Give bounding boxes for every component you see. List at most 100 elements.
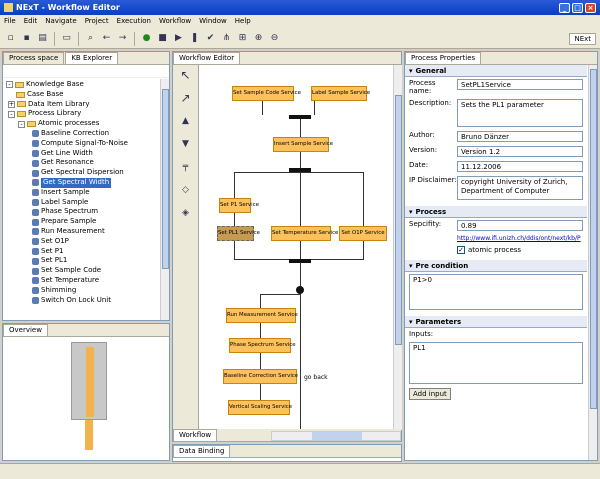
pause-icon[interactable]: ❚ <box>190 33 199 43</box>
workflow-canvas[interactable]: Set Sample Code Service Label Sample Ser… <box>201 65 393 430</box>
tab-overview[interactable]: Overview <box>3 324 48 336</box>
tree-layout-icon[interactable]: ⋔ <box>222 33 231 43</box>
minimize-button[interactable]: _ <box>559 2 570 13</box>
tree-item-process[interactable]: Set PL1 <box>6 256 169 266</box>
menu-workflow[interactable]: Workflow <box>159 17 192 25</box>
node-run-measurement[interactable]: Run Measurement Service <box>226 308 298 323</box>
section-parameters[interactable]: ▾Parameters <box>405 316 587 328</box>
date-field[interactable]: 11.12.2006 <box>457 161 583 172</box>
tab-kb-explorer[interactable]: KB Explorer <box>65 52 119 64</box>
tree-item-process[interactable]: Compute Signal-To-Noise <box>6 139 169 149</box>
node-set-p1[interactable]: Set P1 Service <box>219 198 259 213</box>
author-field[interactable]: Bruno Dänzer <box>457 131 583 142</box>
step-icon[interactable]: ▶ <box>175 33 182 43</box>
forward-arrow-icon[interactable]: → <box>118 33 127 43</box>
join-node-icon[interactable]: ▼ <box>182 139 189 149</box>
section-general[interactable]: ▾General <box>405 65 587 77</box>
inputs-field[interactable]: PL1 <box>409 342 583 384</box>
menu-file[interactable]: File <box>4 17 16 25</box>
tab-workflow[interactable]: Workflow <box>173 429 218 441</box>
back-arrow-icon[interactable]: ← <box>102 33 111 43</box>
tree-item-process[interactable]: Label Sample <box>6 198 169 208</box>
tree-scrollbar[interactable] <box>160 79 169 320</box>
tab-data-binding[interactable]: Data Binding <box>173 445 231 457</box>
menu-window[interactable]: Window <box>199 17 227 25</box>
select-tool-icon[interactable]: ↖ <box>180 68 191 82</box>
tree-item-data-item-library[interactable]: +Data Item Library <box>6 100 169 110</box>
tab-process-properties[interactable]: Process Properties <box>405 52 482 64</box>
process-uri-link[interactable]: http://www.ifi.unizh.ch/ddis/ont/next/kb… <box>457 235 581 242</box>
collapse-icon[interactable]: - <box>18 120 25 128</box>
zoom-out-icon[interactable]: ⊖ <box>270 33 279 43</box>
tree-item-process[interactable]: Insert Sample <box>6 188 169 198</box>
add-input-button[interactable]: Add input <box>409 388 451 400</box>
menu-project[interactable]: Project <box>84 17 109 25</box>
node-set-temperature[interactable]: Set Temperature Service <box>271 226 338 241</box>
pre-condition-field[interactable]: P1>0 <box>409 274 583 310</box>
open-folder-icon[interactable]: ▭ <box>62 33 71 43</box>
fork-node-icon[interactable]: ╤ <box>182 162 189 172</box>
merge-node-icon[interactable]: ◈ <box>182 208 189 218</box>
menu-help[interactable]: Help <box>234 17 251 25</box>
node-set-pl1[interactable]: Set PL1 Service <box>217 226 260 241</box>
version-field[interactable]: Version 1.2 <box>457 146 583 157</box>
section-pre-condition[interactable]: ▾Pre condition <box>405 260 587 272</box>
specificity-field[interactable]: 0.89 <box>457 220 583 231</box>
collapse-icon[interactable]: - <box>6 81 13 89</box>
tree-item-process[interactable]: Set Sample Code <box>6 266 169 276</box>
tree-item-process[interactable]: Baseline Correction <box>6 129 169 139</box>
scrollbar-thumb[interactable] <box>590 69 597 409</box>
tab-workflow-editor[interactable]: Workflow Editor <box>173 52 241 64</box>
scrollbar-thumb[interactable] <box>312 432 362 440</box>
tree-item-process[interactable]: Set P1 <box>6 247 169 257</box>
tree-item-process[interactable]: Switch On Lock Unit <box>6 296 169 306</box>
next-perspective-button[interactable]: NExt <box>569 32 596 45</box>
close-button[interactable]: × <box>585 2 596 13</box>
node-phase-spectrum[interactable]: Phase Spectrum Service <box>229 338 296 353</box>
validate-icon[interactable]: ✔ <box>206 33 215 43</box>
node-insert-sample[interactable]: Insert Sample Service <box>273 137 333 152</box>
tree-item-atomic-processes[interactable]: -Atomic processes <box>6 119 169 129</box>
properties-scrollbar[interactable] <box>588 65 597 460</box>
section-process[interactable]: ▾Process <box>405 206 587 218</box>
tree-item-process[interactable]: Phase Spectrum <box>6 207 169 217</box>
print-icon[interactable]: ▤ <box>38 33 47 43</box>
zoom-in-icon[interactable]: ⊕ <box>254 33 263 43</box>
new-icon[interactable]: ▫ <box>7 33 14 43</box>
scrollbar-thumb[interactable] <box>162 89 169 269</box>
expand-icon[interactable]: + <box>8 100 15 108</box>
tab-process-space[interactable]: Process space <box>3 52 65 64</box>
node-baseline-correction[interactable]: Baseline Correction Service <box>223 369 298 384</box>
tree-item-knowledge-base[interactable]: -Knowledge Base <box>6 80 169 90</box>
process-name-field[interactable]: SetPL1Service <box>457 79 583 90</box>
tree-item-process[interactable]: Get Spectral Dispersion <box>6 168 169 178</box>
disclaimer-field[interactable]: copyright University of Zurich, Departme… <box>457 176 583 200</box>
connect-tool-icon[interactable]: ↗ <box>180 91 191 105</box>
menu-navigate[interactable]: Navigate <box>45 17 77 25</box>
tree-item-process[interactable]: Set Temperature <box>6 276 169 286</box>
atomic-checkbox[interactable]: ✓ <box>457 246 465 254</box>
tree-item-process[interactable]: Get Spectral Width <box>6 177 169 188</box>
tree-item-process-library[interactable]: -Process Library <box>6 109 169 119</box>
node-label-sample[interactable]: Label Sample Service <box>311 86 370 101</box>
scrollbar-thumb[interactable] <box>395 95 402 345</box>
collapse-icon[interactable]: - <box>8 110 15 118</box>
stop-icon[interactable]: ■ <box>158 33 167 43</box>
tree-item-process[interactable]: Shimming <box>6 286 169 296</box>
description-field[interactable]: Sets the PL1 parameter <box>457 99 583 127</box>
node-set-o1p[interactable]: Set O1P Service <box>339 226 387 241</box>
node-set-sample-code[interactable]: Set Sample Code Service <box>232 86 301 101</box>
menu-edit[interactable]: Edit <box>23 17 38 25</box>
run-icon[interactable]: ● <box>142 33 151 43</box>
layout-icon[interactable]: ⊞ <box>238 33 247 43</box>
tree-item-case-base[interactable]: Case Base <box>6 90 169 100</box>
tree-item-process[interactable]: Run Measurement <box>6 227 169 237</box>
save-icon[interactable]: ▪ <box>23 33 30 43</box>
menu-execution[interactable]: Execution <box>116 17 151 25</box>
editor-vscrollbar[interactable] <box>393 65 402 430</box>
search-icon[interactable]: ⌕ <box>87 33 94 43</box>
editor-hscrollbar[interactable] <box>271 431 401 441</box>
overview-thumbnail[interactable] <box>71 342 107 420</box>
maximize-button[interactable]: □ <box>572 2 583 13</box>
tree-item-process[interactable]: Get Line Width <box>6 149 169 159</box>
